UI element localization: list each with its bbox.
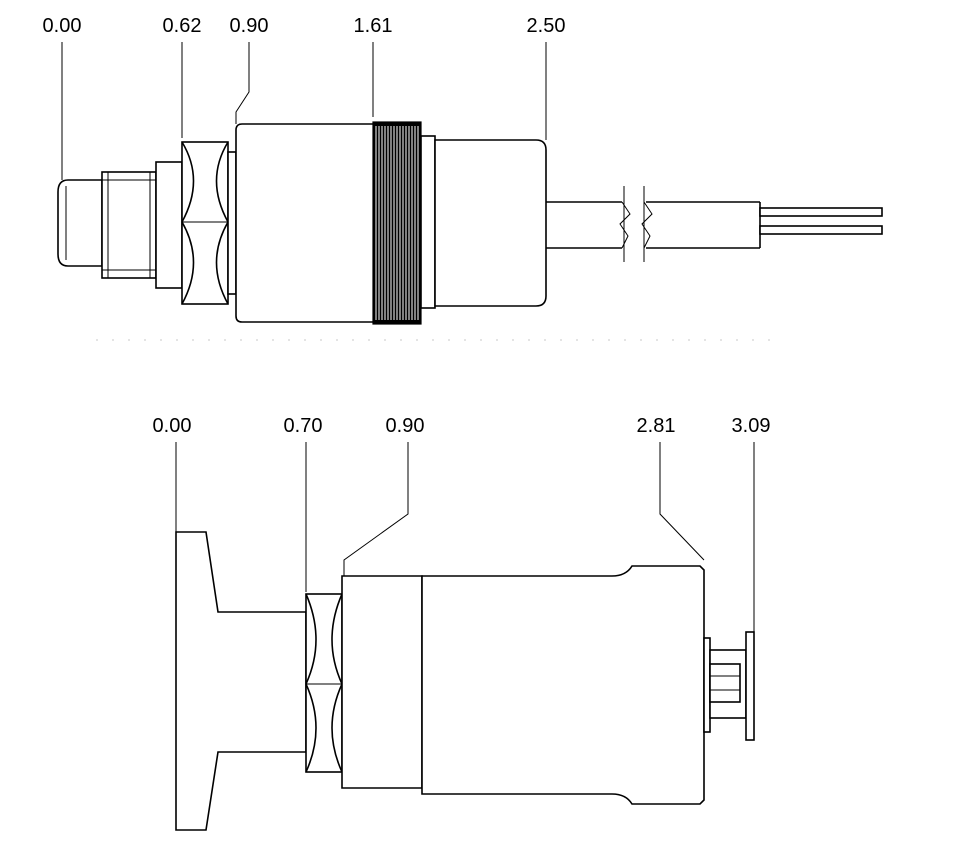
- top-dim-2: 0.90: [230, 15, 269, 37]
- top-collar: [155, 161, 183, 289]
- top-main-body: [235, 123, 375, 323]
- top-hex-nut: [181, 141, 229, 305]
- top-step: [227, 151, 237, 295]
- top-knurled-nut: [372, 121, 422, 325]
- bottom-main-housing: [421, 565, 705, 805]
- bottom-rear-connector: [703, 631, 755, 741]
- bottom-sensor-drawing: 0.00 0.70 0.90 2.81 3.09: [153, 415, 771, 831]
- top-rear-body: [434, 139, 547, 307]
- top-dim-1: 0.62: [163, 15, 202, 37]
- bottom-dim-4: 3.09: [732, 415, 771, 437]
- top-dim-0: 0.00: [43, 15, 82, 37]
- top-leader-lines: [61, 42, 547, 180]
- top-connector-nose: [57, 179, 103, 267]
- bottom-dim-0: 0.00: [153, 415, 192, 437]
- bottom-flange: [175, 531, 307, 831]
- bottom-dim-2: 0.90: [386, 415, 425, 437]
- top-dim-4: 2.50: [527, 15, 566, 37]
- top-thread: [101, 171, 157, 279]
- top-dim-3: 1.61: [354, 15, 393, 37]
- top-lip: [420, 135, 436, 309]
- bottom-front-body: [341, 575, 423, 789]
- bottom-leader-lines: [175, 442, 755, 632]
- top-sensor-drawing: 0.00 0.62 0.90 1.61 2.50: [43, 15, 883, 341]
- bottom-dim-1: 0.70: [284, 415, 323, 437]
- bottom-hex-nut: [305, 593, 343, 773]
- bottom-dim-3: 2.81: [637, 415, 676, 437]
- top-cable: [546, 186, 883, 262]
